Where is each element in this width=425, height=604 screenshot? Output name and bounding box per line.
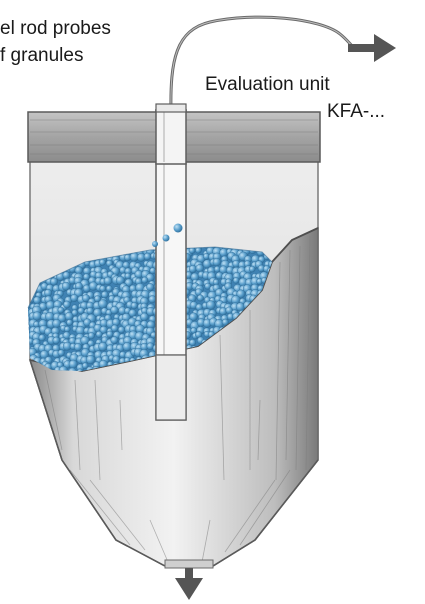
arrow-right-icon [348,34,396,62]
probe-cable [171,17,358,112]
hopper-lid [28,104,320,164]
arrow-down-icon [175,568,203,600]
